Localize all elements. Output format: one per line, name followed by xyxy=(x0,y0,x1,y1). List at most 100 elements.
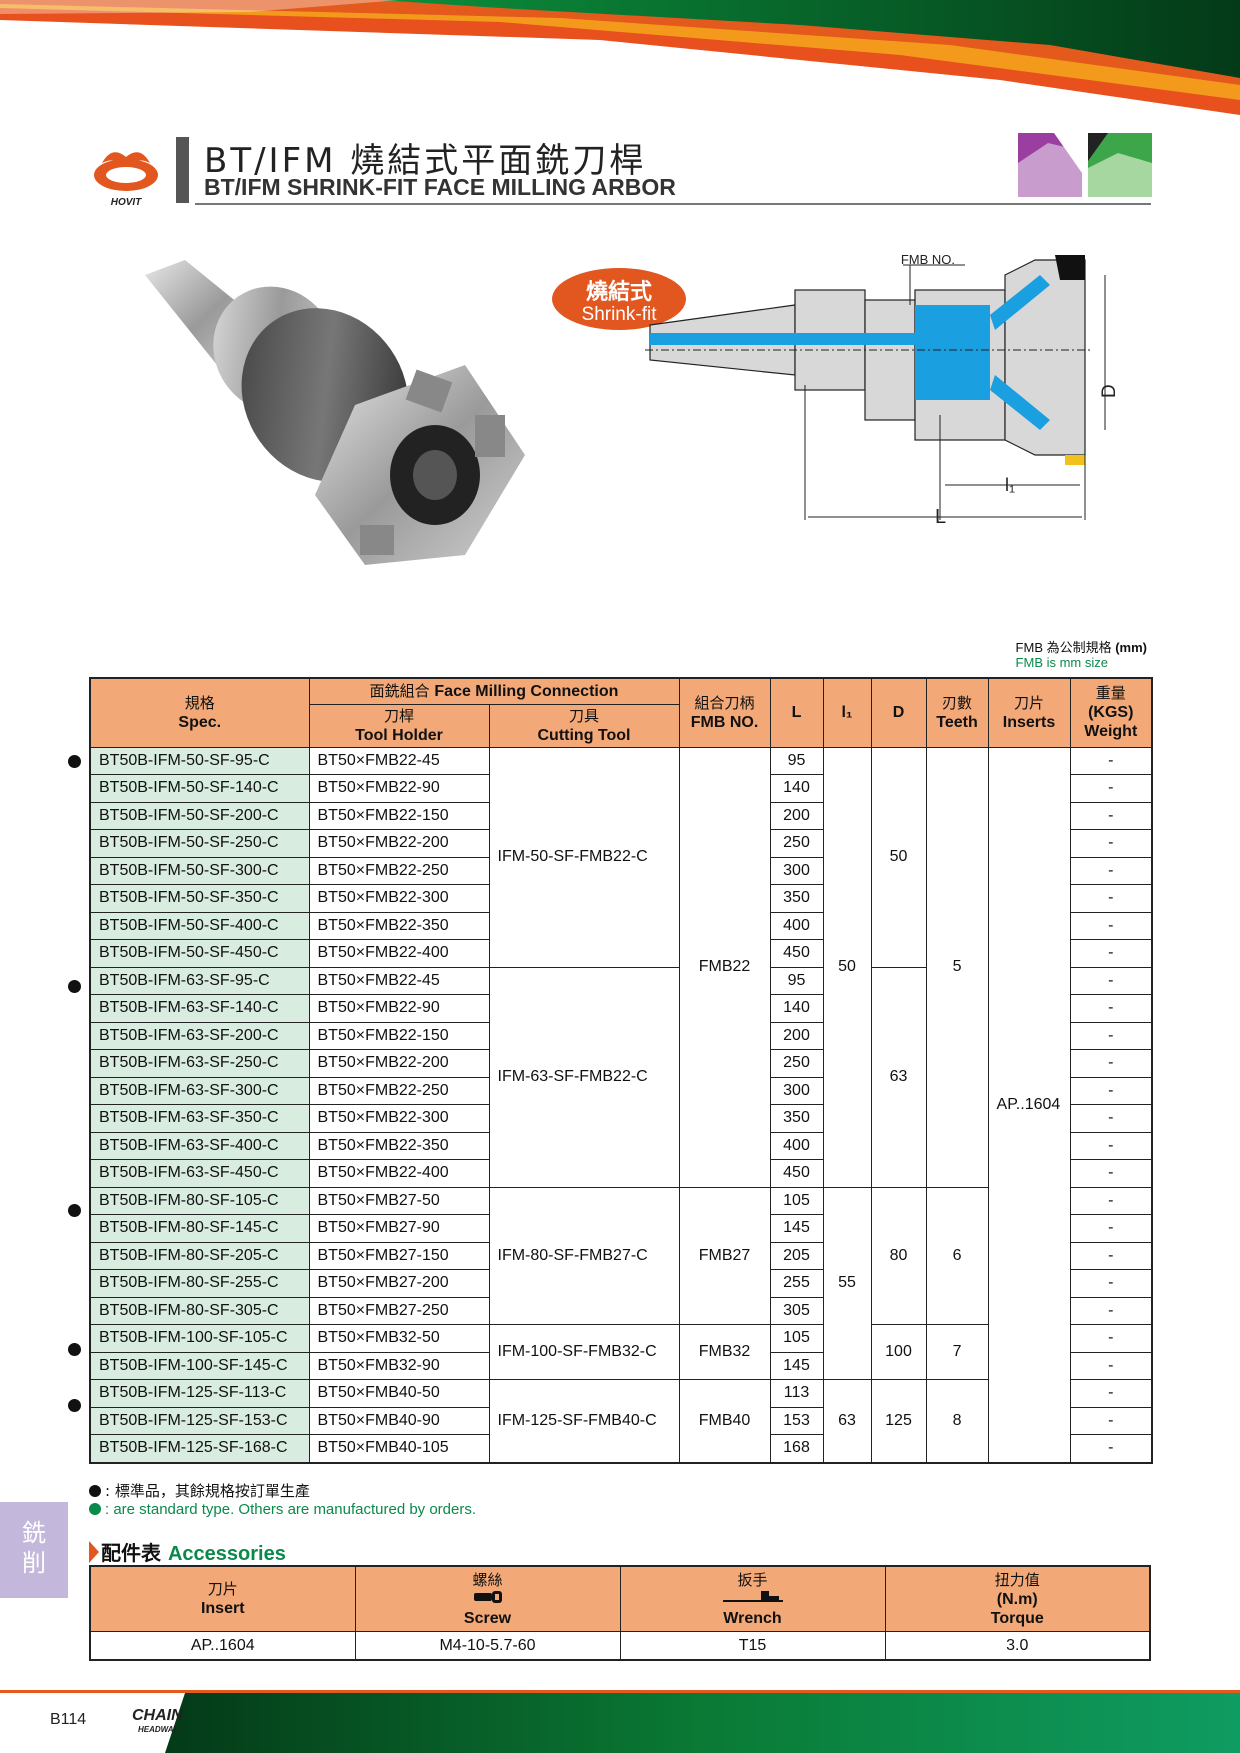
teeth-cell: 6 xyxy=(925,1186,989,1325)
acc-header-screw-en: Screw xyxy=(463,1609,512,1627)
spec-cell: BT50B-IFM-50-SF-140-C xyxy=(89,774,310,803)
tool-holder-cell: BT50×FMB32-90 xyxy=(308,1351,490,1380)
header-spec-zh: 規格 xyxy=(184,693,215,712)
tool-holder-cell: BT50×FMB32-50 xyxy=(308,1324,490,1353)
legend-en-line: : are standard type. Others are manufact… xyxy=(89,1501,476,1519)
diameter-cell: 125 xyxy=(870,1379,927,1463)
title-accent-bar xyxy=(176,137,189,203)
legend-zh-line: : 標準品，其餘規格按訂單生產 xyxy=(89,1482,476,1501)
spec-cell: BT50B-IFM-63-SF-350-C xyxy=(89,1104,310,1133)
accessories-title-zh: 配件表 xyxy=(101,1541,168,1565)
header-spec-en: Spec. xyxy=(178,713,222,731)
technical-drawing: FMB NO. D l₁ L xyxy=(645,255,1120,528)
length-cell: 105 xyxy=(769,1324,824,1353)
spec-cell: BT50B-IFM-50-SF-400-C xyxy=(89,911,310,940)
spec-cell: BT50B-IFM-50-SF-350-C xyxy=(89,884,310,913)
tool-holder-cell: BT50×FMB22-400 xyxy=(308,939,490,968)
weight-cell: - xyxy=(1069,1379,1153,1408)
spec-cell: BT50B-IFM-80-SF-105-C xyxy=(89,1186,310,1215)
tool-holder-cell: BT50×FMB22-45 xyxy=(308,746,490,775)
header-inserts-zh: 刀片 xyxy=(1014,693,1045,712)
length-cell: 145 xyxy=(769,1214,824,1243)
fmb-note-unit: (mm) xyxy=(1115,640,1147,655)
wrench-icon xyxy=(722,1590,783,1602)
fmb-note-zh: FMB 為公制規格 (mm) xyxy=(1016,640,1147,655)
weight-cell: - xyxy=(1069,966,1153,995)
l1-cell: 63 xyxy=(822,1379,872,1463)
badge-zh: 燒結式 xyxy=(585,280,652,305)
diameter-cell: 100 xyxy=(870,1324,927,1380)
fmb-cell: FMB27 xyxy=(678,1186,771,1325)
tool-holder-cell: BT50×FMB22-200 xyxy=(308,1049,490,1078)
header-conn-zh: 面銑組合 xyxy=(369,681,435,700)
tool-holder-cell: BT50×FMB40-105 xyxy=(308,1434,490,1463)
header-conn-en: Face Milling Connection xyxy=(434,682,619,700)
length-cell: 450 xyxy=(769,939,824,968)
tool-holder-cell: BT50×FMB40-50 xyxy=(308,1379,490,1408)
weight-cell: - xyxy=(1069,1324,1153,1353)
legend: : 標準品，其餘規格按訂單生產 : are standard type. Oth… xyxy=(89,1482,476,1519)
spec-cell: BT50B-IFM-50-SF-250-C xyxy=(89,829,310,858)
acc-header-wrench-zh: 扳手 xyxy=(737,1570,768,1589)
spec-cell: BT50B-IFM-80-SF-305-C xyxy=(89,1296,310,1325)
spec-cell: BT50B-IFM-50-SF-200-C xyxy=(89,801,310,830)
tool-holder-cell: BT50×FMB22-350 xyxy=(308,911,490,940)
acc-header-wrench-en: Wrench xyxy=(723,1609,782,1627)
tool-holder-cell: BT50×FMB27-50 xyxy=(308,1186,490,1215)
tool-holder-cell: BT50×FMB22-250 xyxy=(308,1076,490,1105)
acc-header-torque-unit: (N.m) xyxy=(996,1590,1038,1608)
title-underline xyxy=(195,203,1151,205)
diameter-cell: 50 xyxy=(870,746,927,968)
diameter-cell: 80 xyxy=(870,1186,927,1325)
shrink-fit-badge: 燒結式 Shrink-fit xyxy=(552,268,686,330)
svg-text:L: L xyxy=(935,506,946,528)
teeth-cell: 7 xyxy=(925,1324,989,1380)
header-band xyxy=(0,0,1240,115)
standard-marker xyxy=(68,1343,81,1356)
spec-cell: BT50B-IFM-50-SF-450-C xyxy=(89,939,310,968)
svg-text:D: D xyxy=(1099,384,1120,398)
acc-header-torque-zh: 扭力值 xyxy=(994,1570,1040,1589)
brand-logo: HOVIT xyxy=(94,152,158,207)
length-cell: 250 xyxy=(769,1049,824,1078)
weight-cell: - xyxy=(1069,829,1153,858)
cutting-tool-cell: IFM-80-SF-FMB27-C xyxy=(488,1186,680,1325)
spec-cell: BT50B-IFM-63-SF-400-C xyxy=(89,1131,310,1160)
acc-header-screw-zh: 螺絲 xyxy=(472,1570,503,1589)
header-face-milling-connection: 面銑組合 Face Milling Connection xyxy=(308,677,680,705)
spec-cell: BT50B-IFM-50-SF-95-C xyxy=(89,746,310,775)
header-fmb-en: FMB NO. xyxy=(690,713,759,731)
standard-marker xyxy=(68,1399,81,1412)
header-D: D xyxy=(870,677,927,748)
svg-text:FMB NO.: FMB NO. xyxy=(901,255,955,267)
legend-zh: : 標準品，其餘規格按訂單生產 xyxy=(105,1482,310,1500)
standard-marker xyxy=(68,980,81,993)
length-cell: 95 xyxy=(769,746,824,775)
tool-holder-cell: BT50×FMB22-150 xyxy=(308,1021,490,1050)
header-weight-zh: 重量 xyxy=(1095,684,1126,703)
header-inserts-en: Inserts xyxy=(1002,713,1056,731)
fmb-note: FMB 為公制規格 (mm) FMB is mm size xyxy=(1016,640,1147,670)
cutting-tool-cell: IFM-50-SF-FMB22-C xyxy=(488,746,680,968)
length-cell: 140 xyxy=(769,774,824,803)
acc-header-torque-en: Torque xyxy=(990,1609,1044,1627)
weight-cell: - xyxy=(1069,774,1153,803)
weight-cell: - xyxy=(1069,939,1153,968)
weight-cell: - xyxy=(1069,1049,1153,1078)
product-photo xyxy=(145,260,525,565)
weight-cell: - xyxy=(1069,1296,1153,1325)
spec-cell: BT50B-IFM-80-SF-205-C xyxy=(89,1241,310,1270)
weight-cell: - xyxy=(1069,1159,1153,1188)
